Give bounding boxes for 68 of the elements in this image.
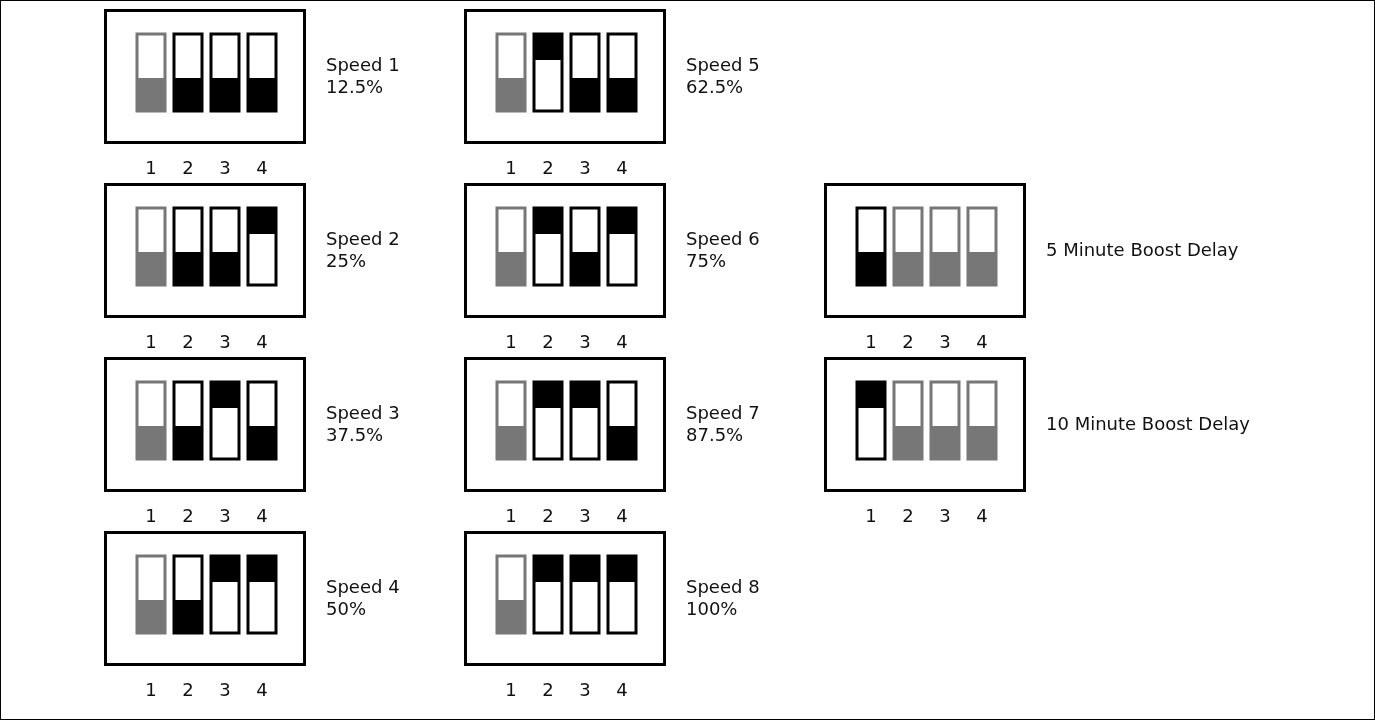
switch-number: 4 bbox=[255, 505, 269, 526]
speed-percentage: 62.5% bbox=[686, 76, 744, 98]
switch-number: 1 bbox=[864, 505, 878, 526]
switch-number: 2 bbox=[541, 157, 555, 178]
dip-switch-box bbox=[464, 531, 666, 666]
switch-number: 3 bbox=[578, 331, 592, 352]
dip-switch-box bbox=[464, 183, 666, 318]
switch-number: 1 bbox=[144, 505, 158, 526]
switch-number: 3 bbox=[578, 505, 592, 526]
speed-percentage: 50% bbox=[326, 598, 366, 620]
switch-number: 1 bbox=[504, 679, 518, 700]
dip-switch-box bbox=[104, 357, 306, 492]
dip-switch-box bbox=[464, 357, 666, 492]
switch-number: 2 bbox=[181, 157, 195, 178]
dip-switch-box bbox=[464, 9, 666, 144]
switch-number: 3 bbox=[218, 679, 232, 700]
switch-number: 1 bbox=[504, 157, 518, 178]
switch-number: 3 bbox=[578, 157, 592, 178]
switch-number: 3 bbox=[218, 505, 232, 526]
switch-number: 1 bbox=[504, 331, 518, 352]
switch-number: 3 bbox=[938, 505, 952, 526]
speed-percentage: 25% bbox=[326, 250, 366, 272]
speed-percentage: 37.5% bbox=[326, 424, 384, 446]
setting-label: 5 Minute Boost Delay bbox=[1046, 239, 1239, 261]
dip-switch-box bbox=[824, 357, 1026, 492]
dip-switch-box bbox=[104, 183, 306, 318]
setting-label: Speed 4 bbox=[326, 576, 400, 598]
setting-label: Speed 8 bbox=[686, 576, 760, 598]
switch-number: 2 bbox=[541, 679, 555, 700]
switch-number: 2 bbox=[181, 505, 195, 526]
setting-label: Speed 5 bbox=[686, 54, 760, 76]
speed-percentage: 100% bbox=[686, 598, 738, 620]
speed-percentage: 87.5% bbox=[686, 424, 744, 446]
switch-number: 3 bbox=[218, 157, 232, 178]
setting-label: Speed 2 bbox=[326, 228, 400, 250]
setting-label: Speed 6 bbox=[686, 228, 760, 250]
switch-number: 4 bbox=[255, 679, 269, 700]
switch-number: 2 bbox=[181, 331, 195, 352]
setting-label: 10 Minute Boost Delay bbox=[1046, 413, 1250, 435]
switch-number: 4 bbox=[255, 157, 269, 178]
switch-number: 4 bbox=[255, 331, 269, 352]
switch-number: 4 bbox=[975, 331, 989, 352]
dip-switch-box bbox=[104, 9, 306, 144]
switch-number: 1 bbox=[144, 679, 158, 700]
switch-number: 1 bbox=[144, 157, 158, 178]
switch-number: 4 bbox=[615, 505, 629, 526]
switch-number: 4 bbox=[615, 331, 629, 352]
switch-number: 3 bbox=[938, 331, 952, 352]
switch-number: 2 bbox=[901, 505, 915, 526]
switch-number: 4 bbox=[975, 505, 989, 526]
speed-percentage: 12.5% bbox=[326, 76, 384, 98]
switch-number: 3 bbox=[578, 679, 592, 700]
speed-percentage: 75% bbox=[686, 250, 726, 272]
switch-number: 4 bbox=[615, 679, 629, 700]
switch-number: 1 bbox=[504, 505, 518, 526]
switch-number: 2 bbox=[541, 505, 555, 526]
dip-switch-box bbox=[824, 183, 1026, 318]
dip-switch-box bbox=[104, 531, 306, 666]
switch-number: 4 bbox=[615, 157, 629, 178]
setting-label: Speed 7 bbox=[686, 402, 760, 424]
switch-number: 1 bbox=[144, 331, 158, 352]
setting-label: Speed 3 bbox=[326, 402, 400, 424]
setting-label: Speed 1 bbox=[326, 54, 400, 76]
switch-number: 2 bbox=[181, 679, 195, 700]
switch-number: 2 bbox=[541, 331, 555, 352]
switch-number: 2 bbox=[901, 331, 915, 352]
switch-number: 3 bbox=[218, 331, 232, 352]
switch-number: 1 bbox=[864, 331, 878, 352]
